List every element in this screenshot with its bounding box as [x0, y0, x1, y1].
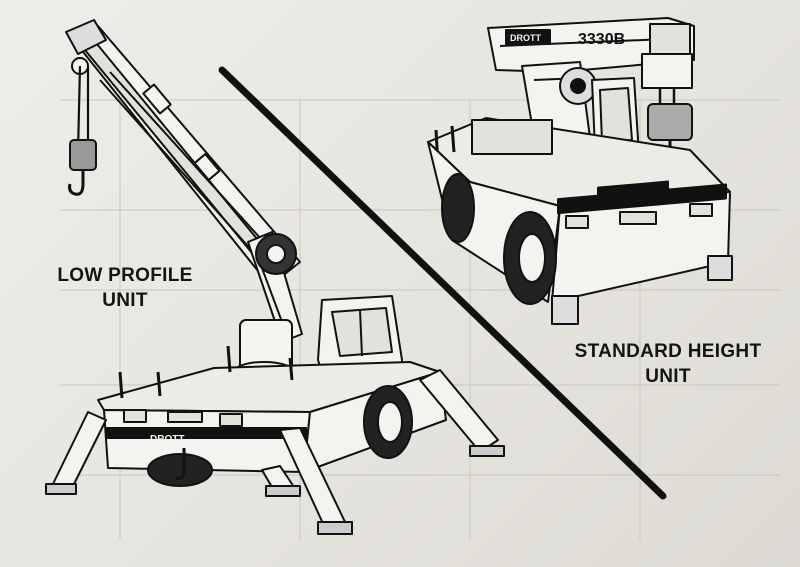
standard-height-crane-drawing — [427, 17, 733, 325]
diagonal-divider — [218, 66, 667, 500]
standard-boom-brand: DROTT — [510, 33, 541, 43]
standard-body-brand: DROTT — [611, 234, 650, 249]
low-profile-label-line2: UNIT — [102, 290, 148, 311]
low-profile-unit-label: LOW PROFILE UNIT — [40, 263, 210, 313]
standard-height-label-line1: STANDARD HEIGHT — [574, 341, 762, 362]
standard-model-number: 3330B — [578, 31, 625, 48]
low-profile-crane-drawing — [45, 19, 505, 535]
standard-height-label-line2: UNIT — [645, 366, 691, 387]
standard-height-unit-label: STANDARD HEIGHT UNIT — [548, 339, 788, 389]
low-profile-label-line1: LOW PROFILE — [57, 265, 193, 286]
low-profile-body-brand: DROTT — [150, 434, 184, 445]
